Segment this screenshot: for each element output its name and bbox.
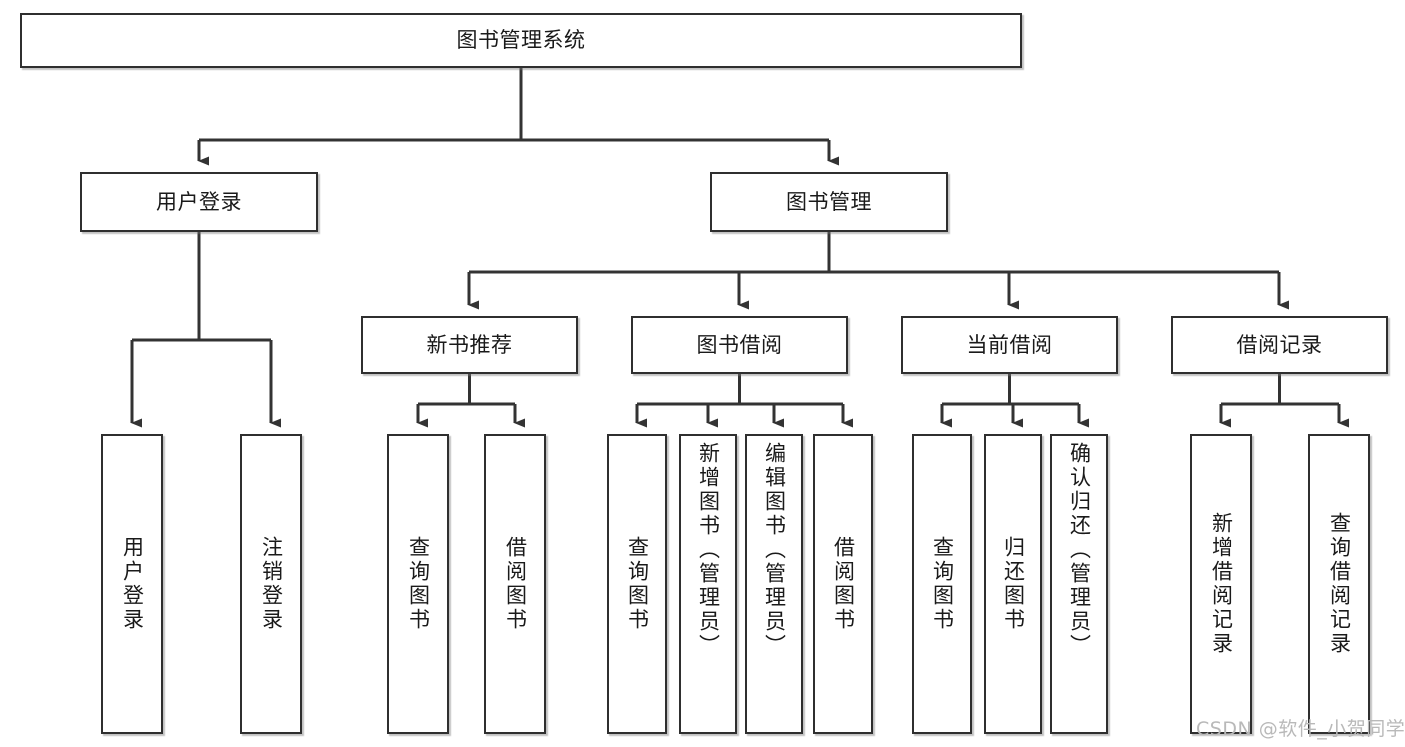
node-leaf-query-book-3[interactable]: 查询图书 <box>912 434 972 734</box>
node-label: 新书推荐 <box>426 332 513 357</box>
node-label: 查询图书 <box>406 536 431 632</box>
node-root-system[interactable]: 图书管理系统 <box>20 13 1022 68</box>
node-leaf-edit-book[interactable]: 编辑图书（管理员） <box>745 434 803 734</box>
node-user-login[interactable]: 用户登录 <box>80 172 318 232</box>
node-label: 查询借阅记录 <box>1327 512 1352 656</box>
node-leaf-query-record[interactable]: 查询借阅记录 <box>1308 434 1370 734</box>
node-label: 查询图书 <box>625 536 650 632</box>
node-label: 新增借阅记录 <box>1209 512 1234 656</box>
connector-lines <box>130 68 1349 428</box>
node-leaf-add-record[interactable]: 新增借阅记录 <box>1190 434 1252 734</box>
node-label: 借阅记录 <box>1236 332 1323 357</box>
node-leaf-return-book[interactable]: 归还图书 <box>984 434 1042 734</box>
node-label: 借阅图书 <box>831 536 856 632</box>
node-label: 图书管理 <box>786 189 872 214</box>
node-label: 新增图书（管理员） <box>696 442 721 658</box>
node-label: 用户登录 <box>120 536 145 632</box>
node-borrow-record[interactable]: 借阅记录 <box>1171 316 1388 374</box>
node-label: 归还图书 <box>1001 536 1026 632</box>
node-leaf-borrow-book-2[interactable]: 借阅图书 <box>813 434 873 734</box>
node-label: 用户登录 <box>156 189 242 214</box>
node-label: 查询图书 <box>930 536 955 632</box>
node-label: 确认归还（管理员） <box>1067 442 1092 658</box>
node-label: 图书借阅 <box>696 332 783 357</box>
node-label: 编辑图书（管理员） <box>762 442 787 658</box>
node-leaf-query-book-2[interactable]: 查询图书 <box>607 434 667 734</box>
node-book-borrow[interactable]: 图书借阅 <box>631 316 848 374</box>
node-leaf-confirm-return[interactable]: 确认归还（管理员） <box>1050 434 1108 734</box>
node-leaf-user-logout[interactable]: 注销登录 <box>240 434 302 734</box>
node-leaf-query-book-1[interactable]: 查询图书 <box>387 434 449 734</box>
node-label: 借阅图书 <box>503 536 528 632</box>
node-current-borrow[interactable]: 当前借阅 <box>901 316 1118 374</box>
csdn-watermark: CSDN @软件_小贺同学 <box>1196 718 1405 740</box>
node-label: 当前借阅 <box>966 332 1053 357</box>
node-book-management[interactable]: 图书管理 <box>710 172 948 232</box>
node-leaf-user-login[interactable]: 用户登录 <box>101 434 163 734</box>
node-leaf-add-book[interactable]: 新增图书（管理员） <box>679 434 737 734</box>
node-new-book-recommend[interactable]: 新书推荐 <box>361 316 578 374</box>
node-label: 注销登录 <box>259 536 284 632</box>
node-label: 图书管理系统 <box>456 28 586 53</box>
node-leaf-borrow-book-1[interactable]: 借阅图书 <box>484 434 546 734</box>
